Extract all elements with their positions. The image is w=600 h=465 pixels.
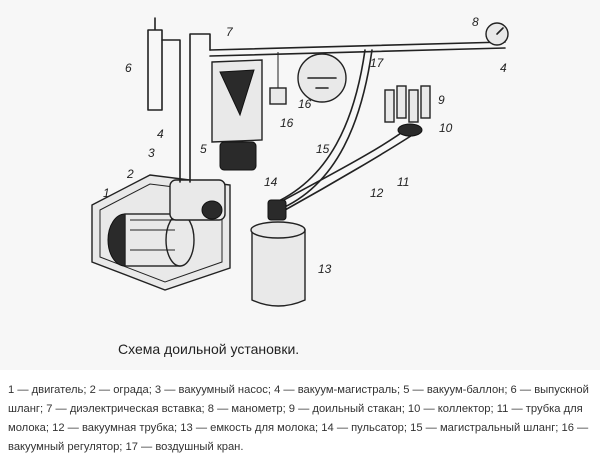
label-16: 16 — [280, 116, 294, 130]
main-hose-2 — [277, 49, 373, 211]
motor — [107, 213, 195, 267]
label-13: 13 — [318, 262, 332, 276]
diagram-svg: 1 2 3 4 4 5 6 7 8 9 10 11 12 13 14 15 16… — [91, 15, 509, 357]
label-4: 4 — [157, 127, 164, 141]
label-5: 5 — [200, 142, 207, 156]
label-7: 7 — [226, 25, 234, 39]
label-12: 12 — [370, 186, 384, 200]
vacuum-regulator — [269, 52, 347, 105]
exhaust-hose — [147, 17, 211, 183]
vacuum-line — [209, 41, 506, 57]
label-8: 8 — [472, 15, 479, 29]
milk-tube — [284, 129, 421, 211]
milk-container — [250, 199, 306, 307]
diagram-caption: Схема доильной установки. — [118, 341, 299, 357]
manometer — [485, 22, 509, 46]
main-hose — [269, 49, 366, 206]
label-6: 6 — [125, 61, 132, 75]
label-15: 15 — [316, 142, 330, 156]
vacuum-balloon — [211, 59, 263, 171]
vacuum-pump — [169, 179, 226, 221]
label-16-b: 16 — [298, 97, 312, 111]
label-11: 11 — [397, 175, 409, 189]
label-17: 17 — [370, 56, 385, 70]
milking-installation-diagram: 1 2 3 4 4 5 6 7 8 9 10 11 12 13 14 15 16… — [91, 15, 509, 357]
label-1: 1 — [103, 186, 110, 200]
label-2: 2 — [126, 167, 134, 181]
teat-cups — [384, 85, 431, 137]
legend-text: 1 — двигатель; 2 — ограда; 3 — вакуумный… — [8, 384, 589, 453]
label-4-right: 4 — [500, 61, 507, 75]
vacuum-tube — [274, 124, 413, 206]
label-9: 9 — [438, 93, 445, 107]
label-14: 14 — [264, 175, 278, 189]
label-10: 10 — [439, 121, 453, 135]
label-3: 3 — [148, 146, 155, 160]
